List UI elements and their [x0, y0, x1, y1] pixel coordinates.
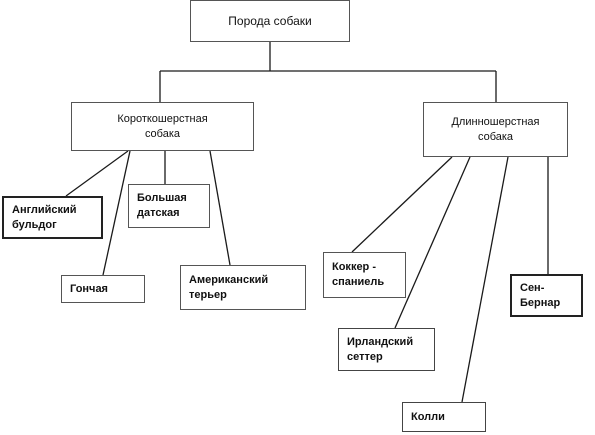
- breed-label-line1: Гончая: [70, 282, 108, 295]
- breed-label-line1: Коккер -: [332, 261, 376, 273]
- breed-node-terrier: Американский терьер: [180, 265, 306, 310]
- breed-label-line2: спаниель: [332, 276, 385, 288]
- breed-label-line1: Колли: [411, 410, 445, 423]
- breed-node-great-dane: Большая датская: [128, 184, 210, 228]
- breed-label-line1: Ирландский: [347, 335, 414, 348]
- breed-label-line2: сеттер: [347, 350, 383, 363]
- edge-long-to-collie: [461, 156, 509, 403]
- breed-node-saint-bernard: Сен- Бернар: [510, 274, 583, 317]
- edge-short-to-hound: [102, 150, 131, 276]
- root-node: Порода собаки: [190, 0, 350, 42]
- root-label: Порода собаки: [228, 13, 312, 28]
- breed-node-irish-setter: Ирландский сеттер: [338, 328, 435, 371]
- short-haired-node: Короткошерстная собака: [71, 102, 254, 151]
- breed-node-bulldog: Английский бульдог: [2, 196, 103, 239]
- breed-label-line2: бульдог: [12, 218, 57, 231]
- breed-node-hound: Гончая: [61, 275, 145, 303]
- edge-short-to-terrier: [209, 150, 231, 266]
- edge-short-to-bulldog: [65, 150, 129, 197]
- long-haired-node: Длинношерстная собака: [423, 102, 568, 157]
- breed-node-cocker-spaniel: Коккер - спаниель: [323, 252, 406, 298]
- long-haired-label-line2: собака: [477, 130, 514, 143]
- breed-label-line2: датская: [137, 207, 180, 219]
- breed-label-line1: Американский: [189, 273, 269, 286]
- short-haired-label-line2: собака: [144, 127, 181, 140]
- edge-long-to-cocker: [351, 156, 453, 253]
- breed-label-line1: Сен-: [520, 281, 545, 294]
- breed-node-collie: Колли: [402, 402, 486, 432]
- breed-label-line2: Бернар: [520, 296, 561, 309]
- breed-label-line1: Большая: [137, 192, 187, 204]
- short-haired-label-line1: Короткошерстная: [117, 112, 208, 125]
- breed-label-line2: терьер: [189, 288, 227, 301]
- breed-label-line1: Английский: [12, 203, 77, 216]
- long-haired-label-line1: Длинношерстная: [451, 115, 540, 128]
- edge-long-to-setter: [394, 156, 471, 329]
